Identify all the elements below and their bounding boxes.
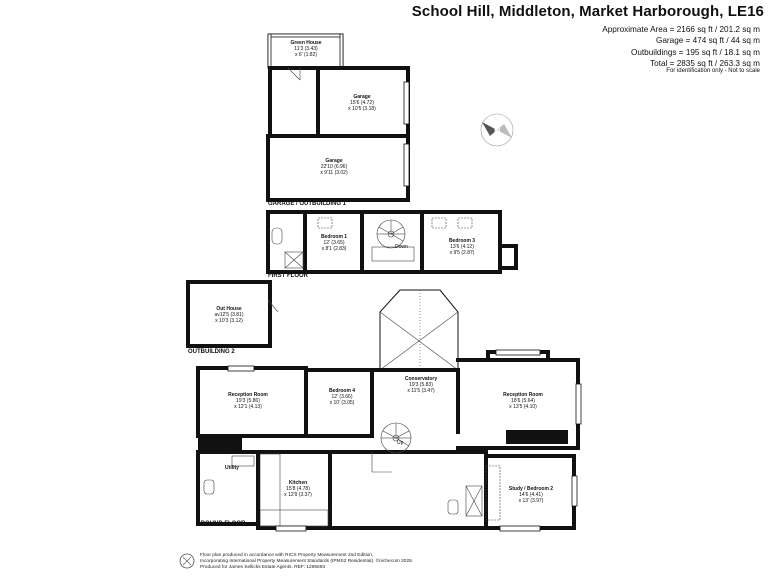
room-dim: x 10'5 (3.18) (348, 106, 376, 113)
room-name: Conservatory (404, 376, 438, 382)
property-address-title: School Hill, Middleton, Market Harboroug… (411, 3, 764, 20)
floor-label-garage: GARAGE / OUTBUILDING 1 (268, 201, 347, 207)
room-name: Garage (325, 158, 343, 164)
room-dim: 11'3 (3.43) (294, 46, 318, 53)
room-dim: 13'6 (4.12) (450, 244, 474, 251)
footer-line: Produced for James Sellicks Estate Agent… (200, 565, 326, 571)
room-kitchen: Kitchen 15'8 (4.78) x 12'9 (3.37) (284, 480, 312, 499)
room-dim: x 10' (3.05) (329, 400, 355, 407)
area-approximate: Approximate Area = 2166 sq ft / 201.2 sq… (602, 25, 760, 34)
room-dim: 19'3 (5.83) (409, 382, 433, 389)
room-bedroom-4: Bedroom 4 12' (3.66) x 10' (3.05) (329, 388, 355, 407)
area-garage: Garage = 474 sq ft / 44 sq m (656, 36, 760, 46)
room-reception-left: Reception Room 19'3 (5.86) x 12'1 (4.13) (228, 392, 268, 411)
stairs-up-label: Up (397, 440, 404, 446)
room-dim: x 12'9 (3.37) (284, 492, 312, 499)
stairs-down-label: Down (395, 244, 408, 250)
outbuilding-2-block (186, 280, 279, 348)
room-bedroom-1: Bedroom 1 12' (3.65) x 8'1 (2.83) (321, 234, 347, 253)
room-dim: x 6' (1.82) (294, 52, 318, 59)
room-dim: 18'6 (5.64) (511, 398, 535, 405)
room-green-house: Green House 11'3 (3.43) x 6' (1.82) (290, 40, 321, 59)
room-garage-2: Garage 22'10 (6.96) x 9'11 (3.02) (320, 158, 347, 177)
room-name: Utility (225, 465, 239, 471)
room-reception-right: Reception Room 18'6 (5.64) x 13'5 (4.10) (503, 392, 543, 411)
floor-label-ground: GROUND FLOOR (196, 521, 246, 527)
room-dim: 14'6 (4.41) (519, 492, 543, 499)
room-name: Out House (216, 306, 242, 312)
room-dim: x 10'3 (3.12) (215, 318, 243, 325)
area-outbuildings: Outbuildings = 195 sq ft / 18.1 sq m (630, 47, 760, 57)
footer-text: Floor plan produced in accordance with R… (200, 553, 413, 572)
room-out-house: Out House av12'5 (3.81) x 10'3 (3.12) (214, 306, 243, 325)
room-name: Reception Room (503, 392, 543, 398)
room-dim: av12'5 (3.81) (214, 312, 244, 319)
room-name: Study / Bedroom 2 (508, 486, 554, 492)
room-dim: x 9'5 (2.87) (449, 250, 475, 257)
room-dim: x 8'1 (2.83) (321, 246, 347, 253)
footer-line: Incorporating International Property Mea… (200, 559, 414, 565)
footer-line: Floor plan produced in accordance with R… (200, 553, 374, 558)
identification-note: For identification only - Not to scale (666, 68, 760, 74)
room-dim: 22'10 (6.96) (320, 164, 348, 171)
first-floor-block (266, 210, 518, 274)
room-dim: 15'8 (4.78) (286, 486, 310, 493)
compass-north-label: N (494, 127, 501, 137)
room-name: Bedroom 4 (328, 388, 356, 394)
room-dim: 12' (3.66) (331, 394, 353, 401)
garage-outbuilding-block (266, 33, 410, 202)
area-summary: Approximate Area = 2166 sq ft / 201.2 sq… (602, 24, 760, 70)
room-utility: Utility (225, 465, 239, 471)
room-name: Garage (353, 94, 371, 100)
floor-label-outbuilding-2: OUTBUILDING 2 (188, 349, 235, 355)
room-dim: 19'3 (5.86) (236, 398, 260, 405)
room-name: Green House (290, 40, 322, 46)
room-name: Bedroom 3 (448, 238, 476, 244)
room-study-bedroom-2: Study / Bedroom 2 14'6 (4.41) x 13' (3.9… (509, 486, 553, 505)
area-total: Total = 2835 sq ft / 263.3 sq m (650, 59, 760, 69)
room-dim: x 13' (3.97) (518, 498, 544, 505)
room-dim: x 9'11 (3.02) (320, 170, 348, 177)
room-dim: x 13'5 (4.10) (509, 404, 537, 411)
room-name: Reception Room (228, 392, 268, 398)
room-conservatory: Conservatory 19'3 (5.83) x 11'5 (3.47) (405, 376, 437, 395)
room-garage-1: Garage 15'6 (4.72) x 10'5 (3.18) (348, 94, 376, 113)
room-dim: x 12'1 (4.13) (234, 404, 262, 411)
rics-logo-icon (179, 553, 195, 569)
floor-label-first: FIRST FLOOR (268, 273, 308, 279)
compass-icon: N (480, 113, 514, 147)
room-dim: x 11'5 (3.47) (407, 388, 435, 395)
room-dim: 12' (3.65) (323, 240, 345, 247)
room-name: Kitchen (288, 480, 308, 486)
ground-floor-block (196, 289, 582, 532)
room-dim: 15'6 (4.72) (350, 100, 374, 107)
room-name: Bedroom 1 (320, 234, 348, 240)
room-bedroom-3: Bedroom 3 13'6 (4.12) x 9'5 (2.87) (449, 238, 475, 257)
